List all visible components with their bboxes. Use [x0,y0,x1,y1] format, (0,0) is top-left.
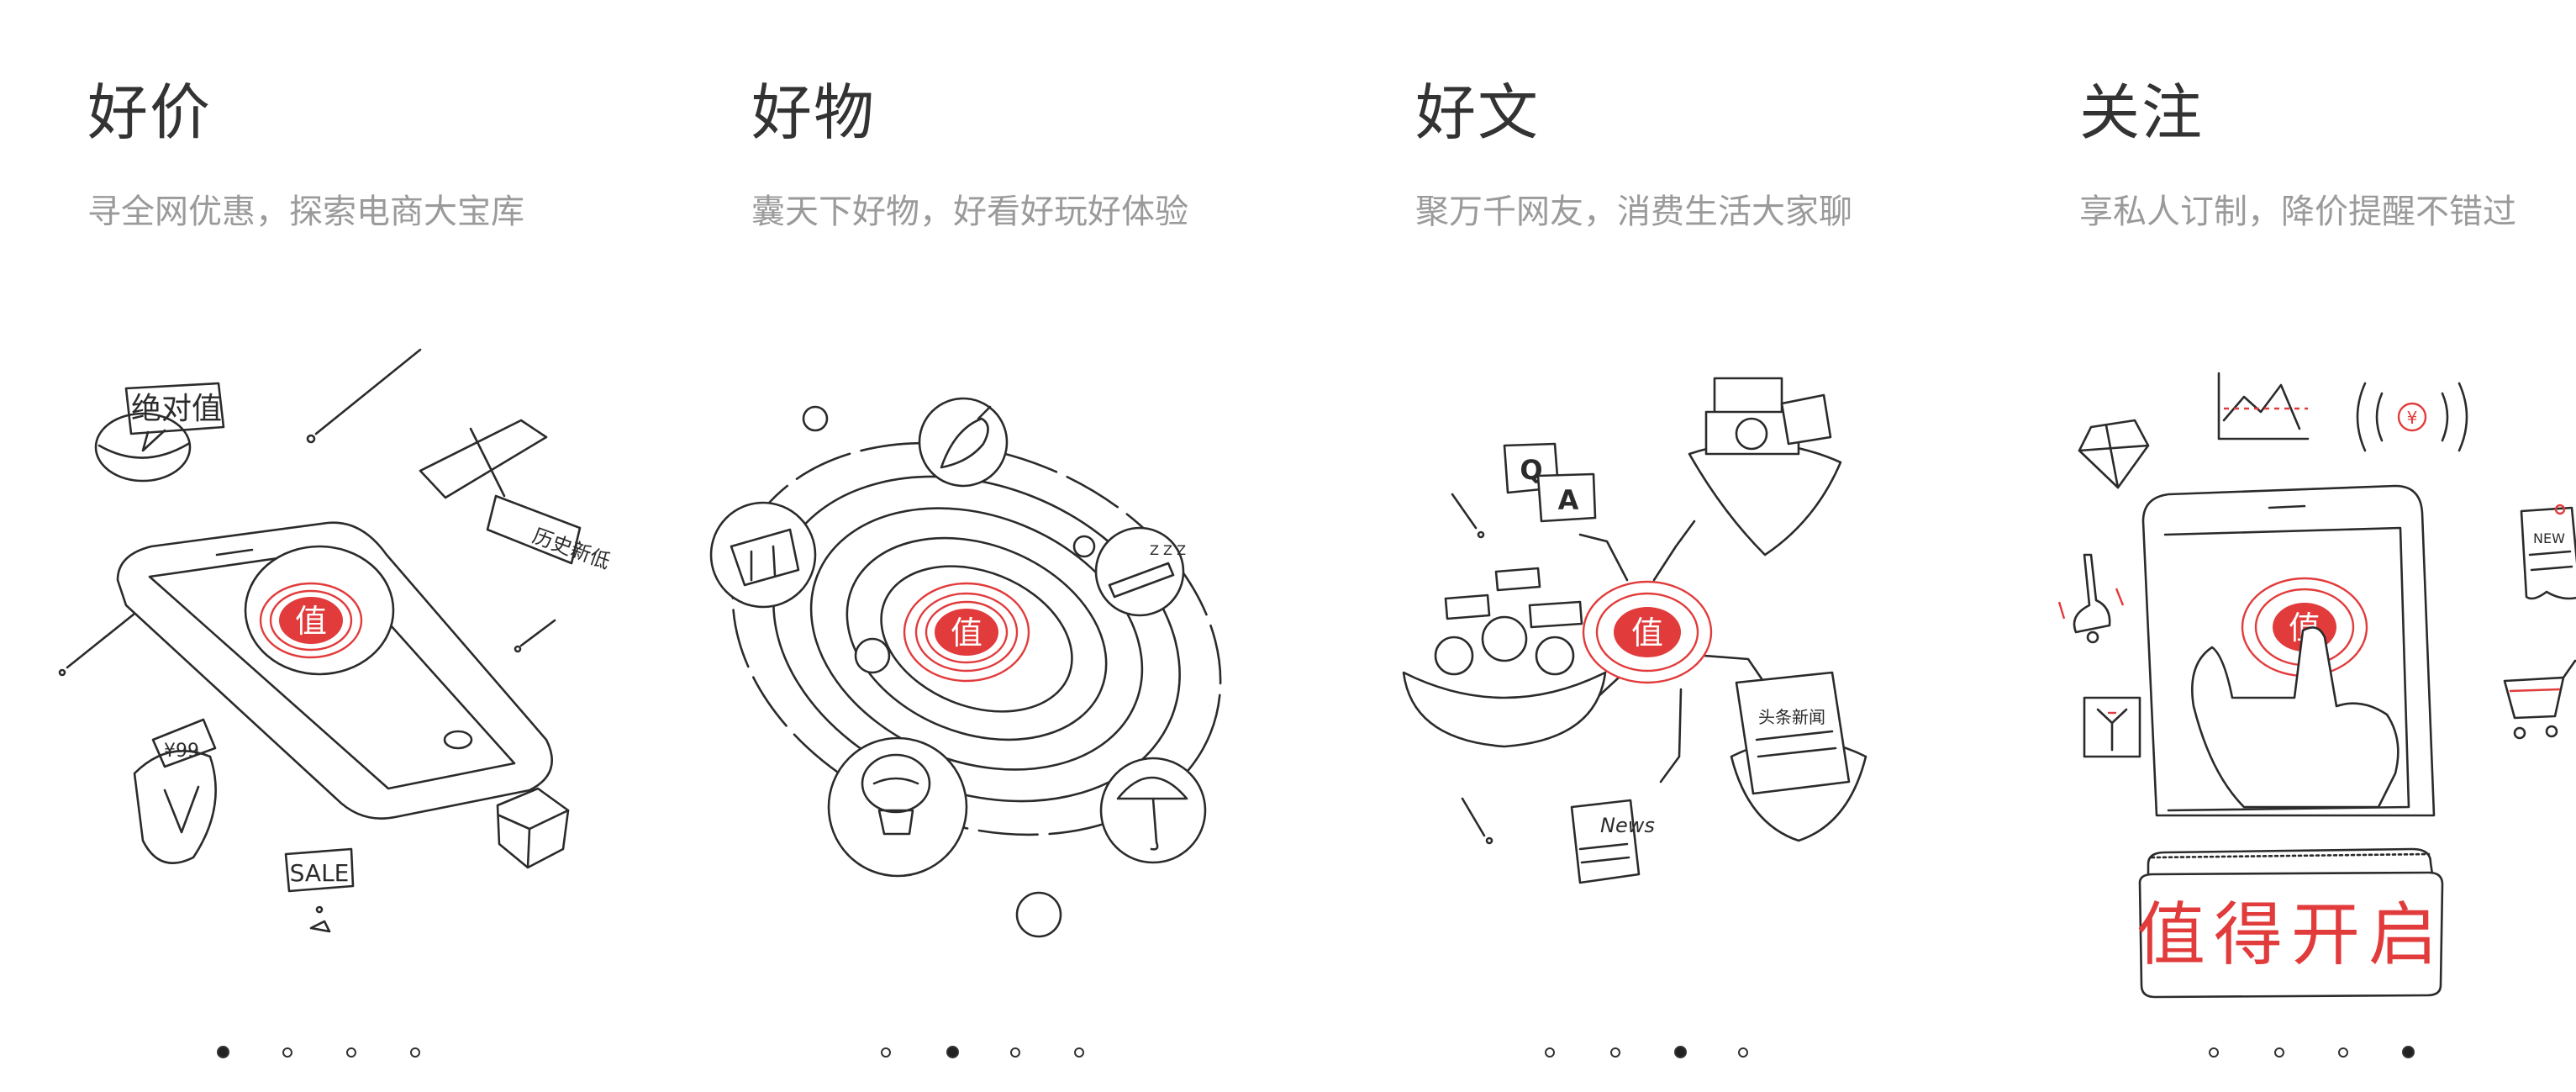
smzdm-logo-icon: 值 [903,582,1030,683]
news-scroll-icon: News [1570,799,1655,884]
shirt-box-icon [2083,696,2141,758]
pagination-dots[interactable] [1328,1042,1972,1068]
panel-title: 关注 [2079,77,2205,148]
ribbon-label: 历史新低 [529,524,614,573]
paper-label: 头条新闻 [1758,707,1825,727]
page-dot-2[interactable] [1610,1047,1620,1058]
panel-follow: 关注 享私人订制，降价提醒不错过 ¥ 值 [1992,0,2576,1092]
page-dot-4[interactable] [2402,1046,2415,1058]
panel-title: 好物 [751,77,877,148]
hand-tap-icon [2191,626,2400,809]
a-label: A [1558,484,1579,516]
panel-subtitle: 聚万千网友，消费生活大家聊 [1415,193,1852,231]
page-dot-2[interactable] [2274,1047,2284,1058]
camera-island-icon [1688,377,1842,557]
sale-label: SALE [290,859,350,887]
globe-badge-icon: 绝对值 [94,382,225,483]
pagination-dots[interactable] [664,1042,1308,1068]
price-label: ¥99 [164,741,199,762]
enable-label: 值得开启 [2136,895,2446,975]
eggplant-icon [918,397,1009,488]
enable-stamp-button[interactable]: 值得开启 [2136,847,2446,999]
package-box-icon [496,787,570,869]
satellite-ribbon-icon: 历史新低 [419,419,614,573]
shopping-cart-icon [2503,659,2576,740]
community-bowl-icon [1402,567,1607,748]
newspaper-island-icon: 头条新闻 [1730,671,1867,842]
pagination-dots[interactable] [1992,1042,2576,1068]
pagination-dots[interactable] [0,1042,644,1068]
umbrella-icon [1099,757,1207,864]
panel-subtitle: 寻全网优惠，探索电商大宝库 [87,193,524,231]
panel-articles: 好文 聚万千网友，消费生活大家聊 值 Q A [1328,0,1972,1092]
follow-illustration: ¥ 值 NEW [2057,372,2576,999]
price-tag-icon: ¥99 [133,718,217,864]
page-dot-4[interactable] [1074,1047,1084,1058]
goods-illustration: 值 Z Z Z [709,397,1222,938]
logo-glyph: 值 [295,603,327,640]
price-chart-icon [2217,372,2310,440]
news-label: News [1600,814,1655,837]
page-dot-4[interactable] [1738,1047,1748,1058]
snore-label: Z Z Z [1150,542,1186,558]
panel-deals: 好价 寻全网优惠，探索电商大宝库 绝对值 历史新低 [0,0,644,1092]
page-dot-1[interactable] [217,1046,229,1058]
page-dot-4[interactable] [410,1047,420,1058]
page-dot-2[interactable] [282,1047,292,1058]
panel-title: 好价 [87,77,213,148]
page-dot-2[interactable] [946,1046,959,1058]
page-dot-1[interactable] [2209,1047,2219,1058]
smzdm-logo-icon: 值 [244,545,395,676]
panel-subtitle: 囊天下好物，好看好玩好体验 [751,193,1188,231]
price-alert-icon: ¥ [2356,382,2468,452]
sleep-mask-icon: Z Z Z [1094,526,1186,617]
svg-text:值: 值 [951,615,982,652]
qa-bubble-icon: Q A [1503,442,1597,523]
badge-label: 绝对值 [131,392,222,426]
lightbulb-icon [827,736,968,878]
page-dot-3[interactable] [2338,1047,2348,1058]
smzdm-logo-icon: 值 [1582,580,1713,684]
bell-icon [2057,553,2125,644]
page-dot-1[interactable] [1545,1047,1555,1058]
deals-illustration: 绝对值 历史新低 值 [58,348,614,933]
panel-title: 好文 [1415,77,1541,148]
sale-tag-icon: SALE [284,847,355,933]
panel-subtitle: 享私人订制，降价提醒不错过 [2079,193,2516,231]
page-dot-1[interactable] [881,1047,891,1058]
articles-illustration: 值 Q A 头条新闻 [1402,377,1867,884]
svg-text:值: 值 [1631,615,1663,652]
diamond-icon [2078,419,2150,489]
receipt-icon: NEW [2520,504,2576,600]
yuan-label: ¥ [2407,408,2418,428]
page-dot-3[interactable] [1674,1046,1687,1058]
panel-goods: 好物 囊天下好物，好看好玩好体验 值 [664,0,1308,1092]
page-dot-3[interactable] [1010,1047,1020,1058]
furniture-icon [709,501,817,609]
page-dot-3[interactable] [346,1047,356,1058]
receipt-label: NEW [2533,530,2565,546]
